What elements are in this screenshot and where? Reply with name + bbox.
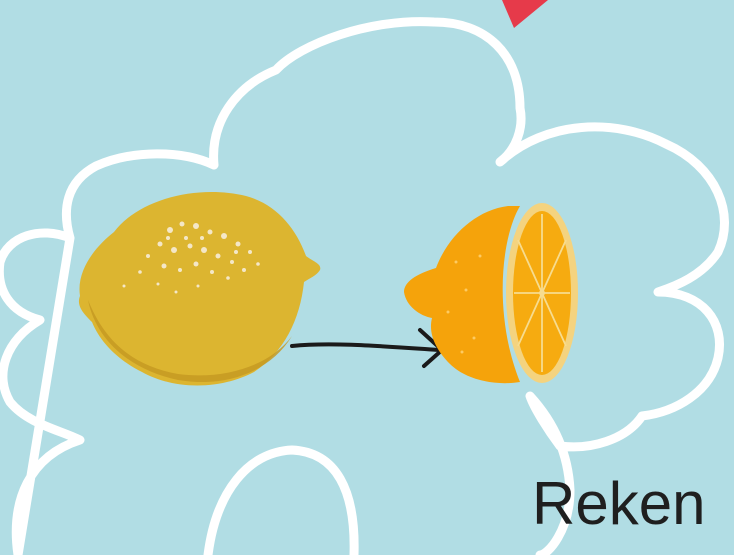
half-lemon	[404, 203, 578, 383]
whole-lemon	[79, 192, 320, 385]
right-arrow	[292, 330, 442, 366]
caption-text: Reken	[532, 474, 705, 534]
red-shape	[502, 0, 548, 28]
